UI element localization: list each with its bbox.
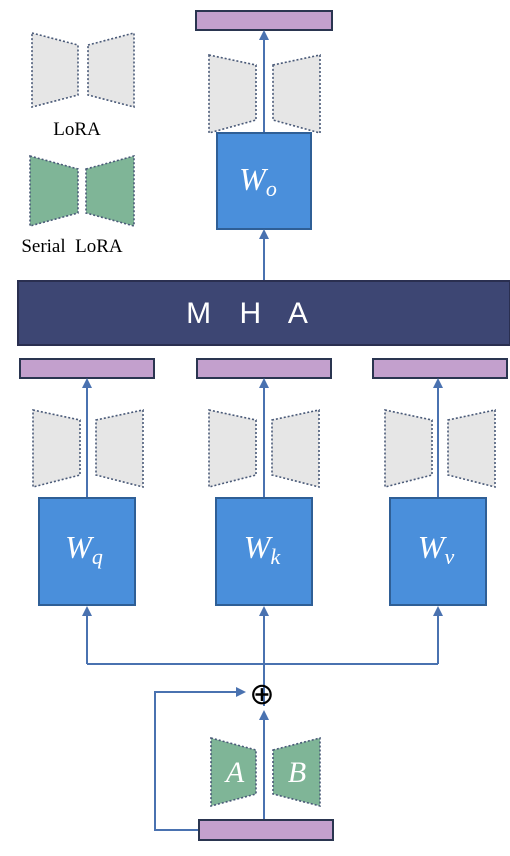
serial-lora-icon-left bbox=[29, 154, 79, 228]
k-lora-left bbox=[208, 409, 257, 489]
sum-icon: ⊕ bbox=[249, 677, 274, 712]
adapter-b-label: B bbox=[288, 756, 306, 789]
output-token-bar bbox=[195, 10, 333, 31]
input-token-bar bbox=[198, 819, 334, 841]
wo-label: Wo bbox=[239, 161, 277, 201]
q-lora-left bbox=[32, 409, 81, 489]
wv-box bbox=[389, 497, 487, 606]
adapter-a-label: A bbox=[224, 756, 245, 789]
k-token-bar bbox=[196, 358, 332, 379]
wq-box bbox=[38, 497, 136, 606]
v-token-bar bbox=[372, 358, 508, 379]
v-lora-right bbox=[447, 409, 496, 489]
q-token-bar bbox=[19, 358, 155, 379]
legend-lora: LoRA bbox=[31, 31, 135, 140]
k-lora-right bbox=[271, 409, 320, 489]
lora-icon-left bbox=[31, 31, 79, 109]
serial-adapter-a bbox=[210, 736, 257, 808]
legend-serial-lora-label: Serial LoRA bbox=[21, 236, 123, 257]
serial-adapter-b bbox=[272, 736, 321, 808]
residual-skip-line bbox=[154, 687, 246, 831]
wq-label: Wq bbox=[65, 529, 103, 569]
output-lora-left bbox=[208, 54, 257, 135]
legend-lora-label: LoRA bbox=[53, 119, 101, 140]
wv-label: Wv bbox=[418, 529, 455, 569]
wk-label: Wk bbox=[244, 529, 282, 569]
mha-block bbox=[17, 280, 510, 346]
mha-label: M H A bbox=[186, 297, 318, 330]
q-lora-right bbox=[95, 409, 144, 489]
wk-box bbox=[215, 497, 313, 606]
v-lora-left bbox=[384, 409, 433, 489]
serial-lora-icon-right bbox=[85, 154, 135, 228]
legend-serial-lora: Serial LoRA bbox=[21, 154, 135, 257]
lora-icon-right bbox=[87, 31, 135, 109]
output-lora-right bbox=[272, 54, 321, 135]
